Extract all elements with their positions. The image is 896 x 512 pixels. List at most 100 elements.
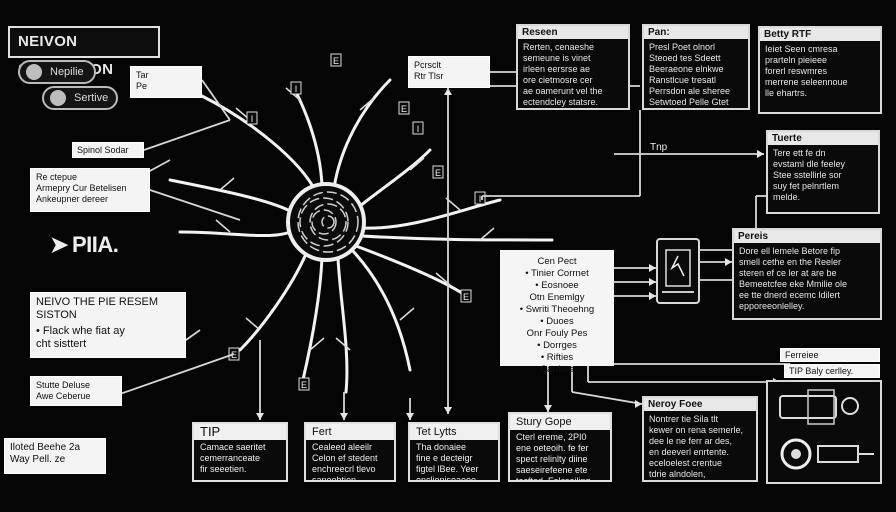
soma-ring xyxy=(297,191,359,253)
dendrite-twig xyxy=(399,307,415,321)
info-box: Re ctepue Armepry Cur Betelisen Ankeupne… xyxy=(30,168,150,212)
center-list-item: • Rifties xyxy=(540,352,574,363)
bottom-box-title: Fert xyxy=(306,424,394,440)
diagram-title: NEIVON SIMULATION xyxy=(8,26,160,78)
ferreiee-text: Ferreiee xyxy=(785,350,819,360)
corner-box: Iloted Beehe 2a Way Pell. ze xyxy=(4,438,106,474)
connector-line xyxy=(119,379,161,395)
bottom-box-title: Stury Gope xyxy=(510,414,610,430)
tuerte-box: Tuerte Tere ett fe dn evstaml dle feeley… xyxy=(766,130,880,214)
reseen-title: Reseen xyxy=(518,26,628,39)
mid-label-box: Pcrsclt Rtr Tlsr xyxy=(408,56,490,88)
main-box-text: • Flack whe fiat ay cht sisttert xyxy=(36,325,125,350)
dendrite-twig xyxy=(309,337,325,351)
dendrite-branch xyxy=(294,90,324,188)
dendrite-twig xyxy=(219,177,235,191)
status-box: Stutte Deluse Awe Ceberue xyxy=(30,376,122,406)
dendrite-twig xyxy=(245,317,261,331)
betty-text: Ieiet Seen cmresa prarteln pieieee forer… xyxy=(765,44,848,98)
gear-icon xyxy=(779,389,874,470)
node-label: E xyxy=(463,292,469,302)
bottom-box-text: Cterl ereme, 2PI0 ene oeteoih. fe fer sp… xyxy=(516,432,594,482)
reseen-box: Reseen Rerten, cenaeshe semeune is vinet… xyxy=(516,24,630,110)
tip-baly-text: TIP Baly cerlley. xyxy=(789,366,854,376)
arrow-head xyxy=(757,150,764,158)
node-marker xyxy=(432,165,444,179)
circle-icon xyxy=(50,90,66,106)
dendrite-twig xyxy=(359,97,375,111)
processor-chip xyxy=(656,238,700,304)
connector-line xyxy=(147,159,171,173)
dendrite-branch xyxy=(300,256,324,386)
neuron-soma xyxy=(286,182,366,262)
mid-label-text: Pcrsclt Rtr Tlsr xyxy=(414,60,444,81)
node-marker xyxy=(298,377,310,391)
chip-icon xyxy=(662,249,694,293)
pill-sertive[interactable]: Sertive xyxy=(42,86,118,110)
info-box-text: Re ctepue Armepry Cur Betelisen Ankeupne… xyxy=(36,172,127,204)
bottom-box-text: Cealeed aleeilr Celon ef stedent enchree… xyxy=(312,442,378,482)
node-marker xyxy=(290,81,302,95)
arrow-head xyxy=(256,413,264,420)
betty-box: Betty RTF Ieiet Seen cmresa prarteln pie… xyxy=(758,26,882,114)
center-list-item: • Dorrges xyxy=(537,340,577,351)
connector-line xyxy=(571,391,643,405)
dendrite-branch xyxy=(238,252,308,352)
main-description-box: NEIVO THE PIE RESEM SISTON • Flack whe f… xyxy=(30,292,186,358)
bottom-box-tet-lytts: Tet Lytts Tha donaiee fine e decteigr fi… xyxy=(408,422,500,482)
center-list-item: Cen Pect xyxy=(537,256,577,267)
bottom-box-text: Tha donaiee fine e decteigr figtel lBee.… xyxy=(416,442,479,482)
pia-logo-text: PIIA. xyxy=(71,232,119,257)
node-label: E xyxy=(333,56,339,66)
small-label-text: Tar Pe xyxy=(136,70,149,91)
double-arrow-icon: ➤ xyxy=(50,232,68,257)
pan-title: Pan: xyxy=(644,26,748,39)
pan-text: Presl Poet olnorl Steoed tes Sdeett Beer… xyxy=(649,42,731,107)
tuerte-title: Tuerte xyxy=(768,132,878,145)
pia-logo: ➤PIIA. xyxy=(50,232,119,258)
bottom-box-tip: TIP Camace saeritet cemerranceate fir se… xyxy=(192,422,288,482)
corner-box-text: Iloted Beehe 2a Way Pell. ze xyxy=(10,442,81,465)
dendrite-twig xyxy=(409,157,425,171)
circle-icon xyxy=(26,64,42,80)
tnp-label: Tnp xyxy=(650,142,668,153)
pereis-title: Pereis xyxy=(734,230,880,243)
dendrite-branch xyxy=(198,93,318,194)
arrow-head xyxy=(340,413,348,420)
node-marker xyxy=(246,111,258,125)
pill-nepilie[interactable]: Nepilie xyxy=(18,60,96,84)
arrow-head xyxy=(406,413,414,420)
center-list-item: • Duoes xyxy=(540,316,574,327)
center-list-item: Cardors xyxy=(540,364,574,375)
bottom-box-text: Camace saeritet cemerranceate fir seeeti… xyxy=(200,442,266,474)
status-box-text: Stutte Deluse Awe Ceberue xyxy=(36,380,91,401)
node-label: I xyxy=(251,114,254,124)
dendrite-branch xyxy=(360,198,502,230)
pill-label: Nepilie xyxy=(50,66,84,78)
dendrite-branch xyxy=(332,78,392,190)
dendrite-branch xyxy=(354,244,467,297)
arrow-head xyxy=(444,407,452,414)
connector-line xyxy=(143,119,231,151)
arrow-head xyxy=(649,278,656,286)
arrow-head xyxy=(444,88,452,95)
small-label-box: Tar Pe xyxy=(130,66,202,98)
connector-line xyxy=(185,329,201,341)
tip-baly-label: TIP Baly cerlley. xyxy=(784,364,880,378)
neroy-title: Neroy Foee xyxy=(644,398,756,411)
pereis-text: Dore ell lemele Betore fip smell cethe e… xyxy=(739,246,848,311)
dendrite-branch xyxy=(360,234,554,242)
dendrite-twig xyxy=(215,219,231,233)
center-list-item: • Tinier Corrnet xyxy=(525,268,589,279)
soma-ring xyxy=(321,215,335,229)
node-label: E xyxy=(435,168,441,178)
dendrite-branch xyxy=(168,178,294,214)
tuerte-text: Tere ett fe dn evstaml dle feeley Stee s… xyxy=(773,148,846,202)
dendrite-twig xyxy=(479,227,495,241)
spinal-label-box: Spinol Sodar xyxy=(72,142,144,158)
arrow-head xyxy=(544,405,552,412)
pereis-box: Pereis Dore ell lemele Betore fip smell … xyxy=(732,228,882,320)
